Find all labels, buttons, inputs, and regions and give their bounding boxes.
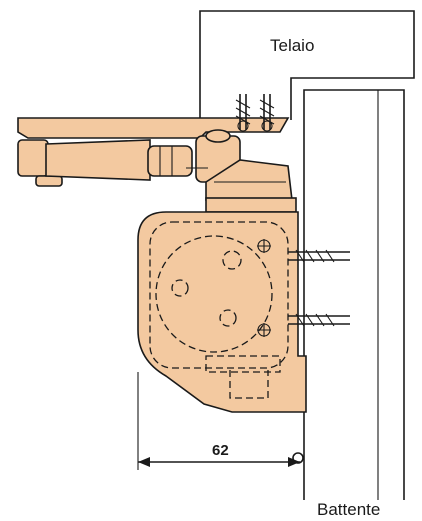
frame-screw-left xyxy=(235,94,251,132)
arm-assembly xyxy=(17,129,297,213)
door-leaf-label: Battente xyxy=(317,500,380,519)
door-screw-upper xyxy=(257,239,350,263)
frame-screw-right xyxy=(259,94,275,132)
closer-body xyxy=(137,211,307,470)
dimension-label: 62 xyxy=(212,442,229,459)
door-screw-lower xyxy=(257,313,350,337)
mounting-plate xyxy=(17,117,290,139)
frame-outline xyxy=(199,10,415,132)
dimension-line xyxy=(138,452,304,467)
frame-label: Telaio xyxy=(270,36,314,55)
door-leaf-outline xyxy=(303,89,405,500)
